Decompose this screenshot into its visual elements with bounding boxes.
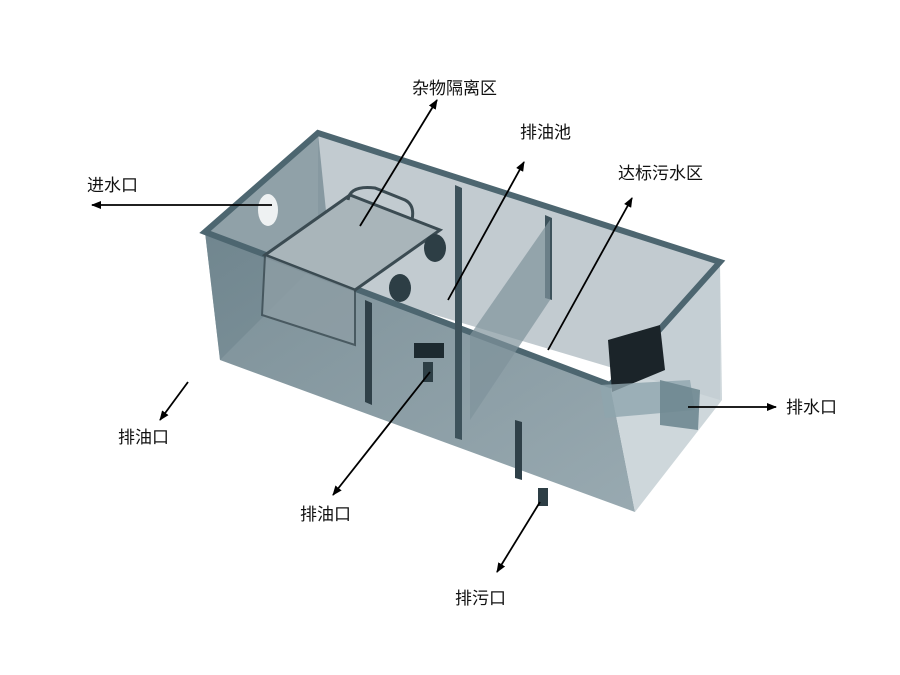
label-water-inlet: 进水口: [87, 176, 138, 196]
arrow-oil-pool: [447, 161, 525, 301]
label-oil-outlet-middle: 排油口: [300, 505, 351, 525]
arrow-sludge-outlet: [496, 501, 541, 573]
label-sludge-outlet: 排污口: [455, 589, 506, 609]
label-water-outlet: 排水口: [786, 398, 837, 418]
tank: [199, 129, 726, 512]
label-oil-outlet-left: 排油口: [118, 428, 169, 448]
label-oil-pool: 排油池: [520, 123, 571, 143]
arrow-oil-outlet-middle: [332, 371, 431, 496]
arrow-debris-zone: [359, 99, 438, 227]
arrow-oil-outlet-left: [159, 381, 189, 421]
callout-arrows: [91, 99, 777, 573]
arrow-clean-water-zone: [547, 197, 633, 351]
label-clean-water-zone: 达标污水区: [618, 164, 703, 184]
label-debris-zone: 杂物隔离区: [412, 79, 497, 99]
